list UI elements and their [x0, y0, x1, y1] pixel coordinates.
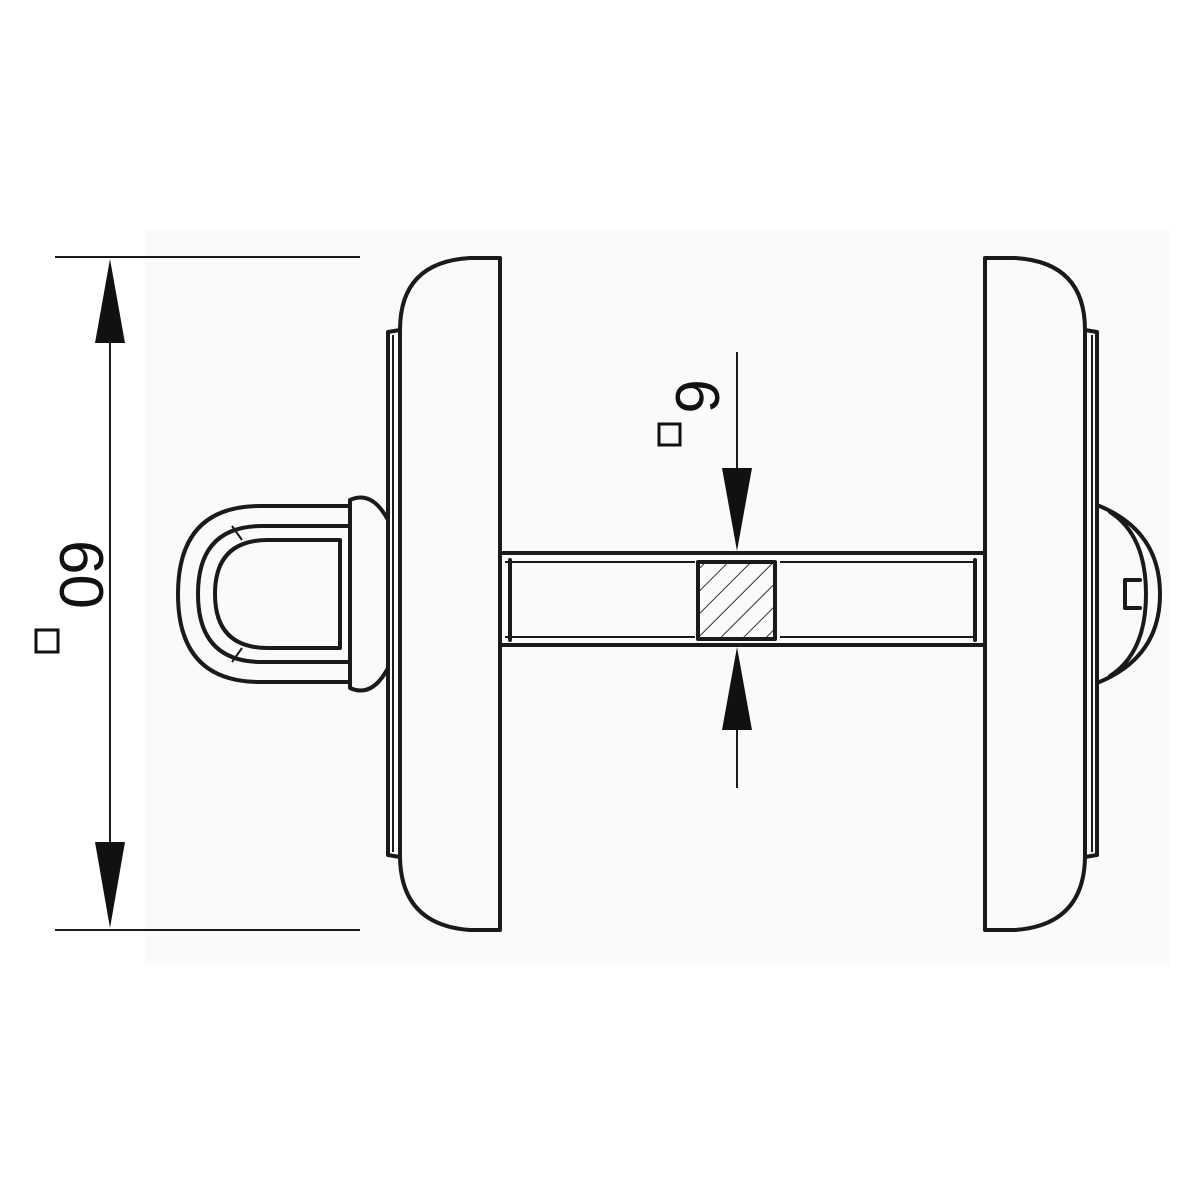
spindle-dimension-label: 6: [662, 379, 731, 413]
dimension-arrow-up: [95, 259, 125, 343]
overall-dimension-value: 60: [46, 540, 115, 609]
drawing-background: [145, 230, 1170, 965]
spindle-arrow-down: [722, 468, 752, 551]
spindle: [498, 551, 987, 647]
overall-dimension-label: 60: [46, 540, 115, 609]
right-rosette: [983, 256, 1099, 932]
spindle-section: [696, 560, 777, 641]
overall-dimension: 60: [34, 256, 360, 931]
dimension-arrow-down: [95, 842, 125, 928]
spindle-dimension-value: 6: [662, 379, 731, 413]
spindle-arrow-up: [722, 647, 752, 730]
square-symbol-icon: [657, 422, 682, 447]
spindle-dimension: 6: [657, 352, 752, 788]
thumb-turn: [176, 495, 390, 693]
emergency-release-screw: [1095, 503, 1162, 685]
square-symbol-icon: [34, 628, 60, 654]
left-rosette: [386, 256, 502, 932]
